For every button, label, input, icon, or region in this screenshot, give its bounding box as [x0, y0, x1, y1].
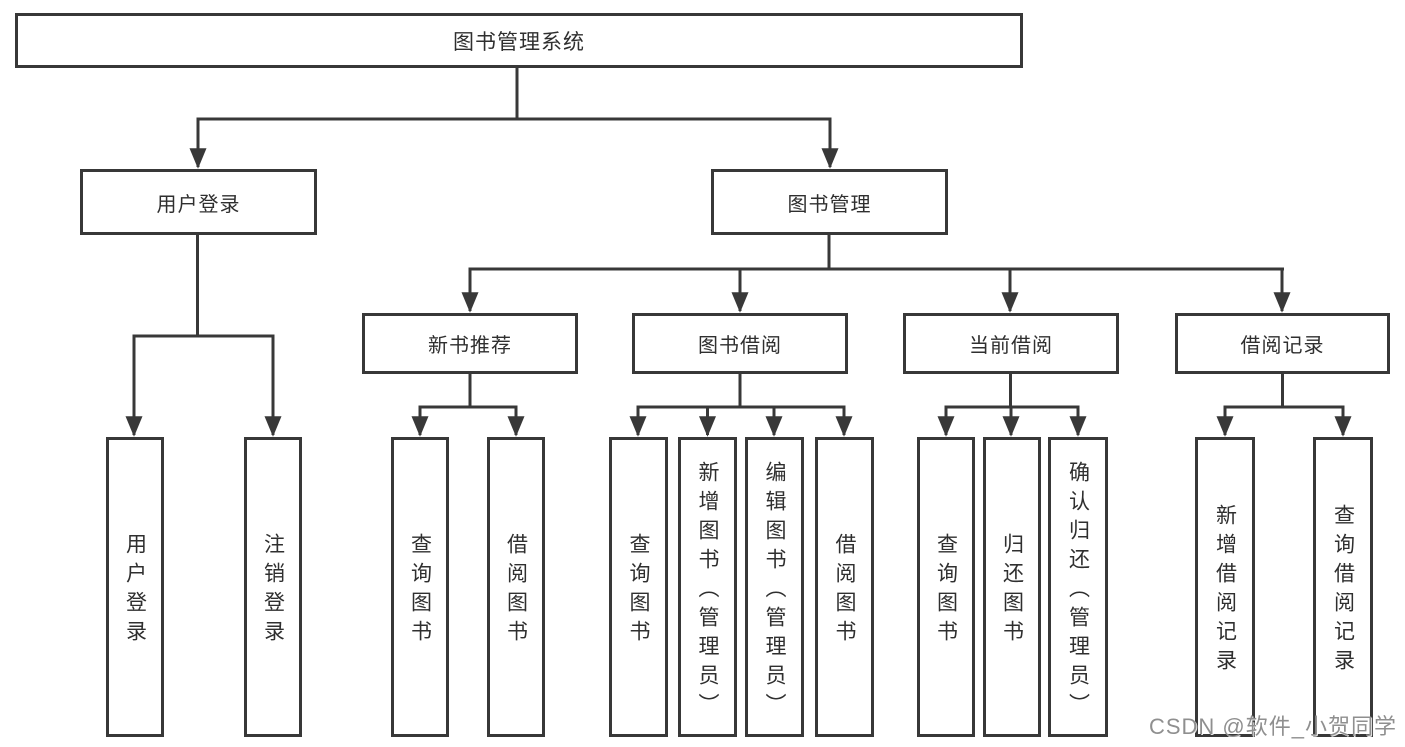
leaf-query-borrow-record: 查询借阅记录	[1313, 437, 1373, 737]
node-borrow-records: 借阅记录	[1175, 313, 1390, 374]
leaf-label: 查询借阅记录	[1331, 504, 1355, 678]
leaf-return-books: 归还图书	[983, 437, 1041, 737]
leaf-label: 新增借阅记录	[1213, 504, 1237, 678]
node-book-management: 图书管理	[711, 169, 948, 235]
leaf-label: 新增图书（管理员）	[696, 460, 719, 722]
connector-user-login	[125, 235, 282, 437]
leaf-add-borrow-record: 新增借阅记录	[1195, 437, 1255, 737]
leaf-borrow-books: 借阅图书	[815, 437, 874, 737]
leaf-query-books-newbook: 查询图书	[391, 437, 449, 737]
leaf-label: 注销登录	[261, 533, 285, 649]
leaf-user-login: 用户登录	[106, 437, 164, 737]
leaf-label: 查询图书	[934, 533, 958, 649]
connector-book-borrow	[629, 374, 853, 437]
leaf-label: 借阅图书	[504, 533, 528, 649]
leaf-logout: 注销登录	[244, 437, 302, 737]
node-user-login: 用户登录	[80, 169, 317, 235]
connector-borrow-records	[1216, 374, 1352, 437]
leaf-label: 查询图书	[627, 533, 650, 649]
node-label: 图书管理系统	[453, 30, 585, 54]
node-new-book-recommend: 新书推荐	[362, 313, 578, 374]
leaf-label: 用户登录	[123, 533, 147, 649]
node-label: 图书管理	[787, 193, 872, 216]
node-label: 图书借阅	[698, 335, 782, 357]
leaf-borrow-books-newbook: 借阅图书	[487, 437, 545, 737]
leaf-edit-books-admin: 编辑图书（管理员）	[745, 437, 804, 737]
leaf-confirm-return-admin: 确认归还（管理员）	[1048, 437, 1108, 737]
leaf-label: 归还图书	[1000, 533, 1024, 649]
csdn-watermark: CSDN @软件_小贺同学	[1148, 714, 1397, 739]
leaf-label: 借阅图书	[833, 533, 856, 649]
node-label: 借阅记录	[1240, 335, 1325, 357]
node-book-borrow: 图书借阅	[632, 313, 848, 374]
leaf-label: 编辑图书（管理员）	[763, 460, 786, 722]
leaf-label: 确认归还（管理员）	[1066, 460, 1090, 722]
connector-root	[189, 68, 839, 169]
connector-current-borrow	[937, 374, 1087, 437]
node-label: 新书推荐	[428, 335, 512, 357]
node-label: 用户登录	[156, 193, 241, 216]
leaf-query-books-current: 查询图书	[917, 437, 975, 737]
connector-new-book-recommend	[411, 374, 525, 437]
node-current-borrow: 当前借阅	[903, 313, 1119, 374]
node-label: 当前借阅	[969, 335, 1053, 357]
leaf-label: 查询图书	[408, 533, 432, 649]
leaf-add-books-admin: 新增图书（管理员）	[678, 437, 737, 737]
node-library-management-system: 图书管理系统	[15, 13, 1023, 68]
connector-book-management	[461, 235, 1291, 313]
leaf-query-books-borrow: 查询图书	[609, 437, 668, 737]
